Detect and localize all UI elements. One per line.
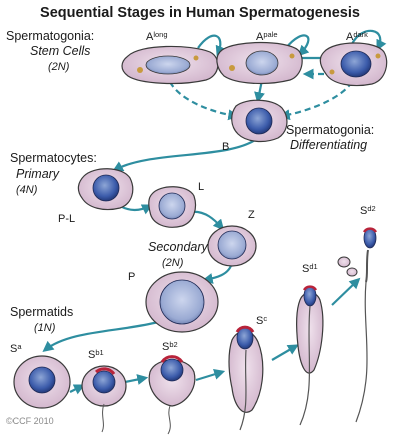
label-pl: P-L — [58, 213, 75, 225]
dashed-arrow-a-dark-to-b — [278, 81, 353, 121]
copyright-credit: ©CCF 2010 — [6, 416, 54, 426]
cell-pl — [77, 168, 134, 211]
arrow-sd1-to-sd2 — [331, 277, 361, 306]
cell-sa — [13, 355, 71, 409]
label-sb2: Sb2 — [162, 340, 178, 353]
cell-a-long — [121, 45, 219, 85]
cell-sc — [228, 325, 264, 431]
stem-subheading: Stem Cells — [30, 44, 90, 58]
label-z: Z — [248, 209, 255, 221]
stem-ploidy: (2N) — [48, 61, 70, 73]
arrow-sb1-to-sb2 — [124, 374, 149, 385]
cell-a-dark — [319, 42, 388, 87]
label-b: B — [222, 141, 229, 153]
arrow-l-to-z — [189, 210, 225, 231]
spermatids-heading: Spermatids — [10, 305, 73, 319]
arrow-sb2-to-sc — [195, 369, 226, 382]
cell-a-pale — [216, 41, 303, 85]
label-p: P — [128, 271, 135, 283]
arrow-b-to-pl — [112, 137, 259, 172]
cell-labels: Along Apale Adark B P-L L Z P Sa Sb1 Sb2… — [10, 30, 376, 361]
arrow-p-to-sa — [42, 320, 159, 353]
arrows — [42, 29, 387, 395]
stem-heading: Spermatogonia: — [6, 29, 94, 43]
primary-ploidy: (4N) — [16, 184, 38, 196]
arrow-a-pale-self — [285, 34, 310, 57]
label-sc: Sc — [256, 314, 267, 327]
cell-sb1 — [81, 365, 127, 433]
dashed-arrow-a-long-to-b — [169, 81, 240, 121]
secondary-ploidy: (2N) — [162, 257, 184, 269]
label-sd2: Sd2 — [360, 204, 376, 217]
arrow-a-dark-self — [351, 29, 387, 51]
secondary-subheading: Secondary — [148, 240, 209, 254]
spermatids-ploidy: (1N) — [34, 322, 56, 334]
differentiating-subheading: Differentiating — [290, 138, 367, 152]
group-labels: Spermatogonia: Stem Cells (2N) Spermatog… — [6, 29, 374, 334]
arrow-sc-to-sd1 — [271, 344, 299, 361]
cell-z — [207, 225, 257, 267]
label-l: L — [198, 181, 204, 193]
label-sb1: Sb1 — [88, 348, 104, 361]
cell-p — [145, 271, 219, 333]
label-sd1: Sd1 — [302, 262, 318, 275]
diagram-title: Sequential Stages in Human Spermatogenes… — [40, 5, 360, 21]
spermatocytes-heading: Spermatocytes: — [10, 151, 97, 165]
arrow-a-long-self — [197, 34, 226, 58]
cell-l — [148, 186, 197, 228]
differentiating-heading: Spermatogonia: — [286, 123, 374, 137]
label-a-long: Along — [146, 30, 168, 43]
cell-sb2 — [148, 355, 196, 435]
arrow-sa-to-sb1 — [69, 384, 85, 395]
cell-sd2 — [355, 227, 378, 423]
label-a-pale: Apale — [256, 30, 278, 43]
label-sa: Sa — [10, 342, 22, 355]
label-a-dark: Adark — [346, 30, 368, 43]
residual-bodies — [337, 256, 358, 277]
primary-subheading: Primary — [16, 167, 60, 181]
cell-sd1 — [296, 285, 324, 426]
cell-b — [231, 99, 288, 143]
